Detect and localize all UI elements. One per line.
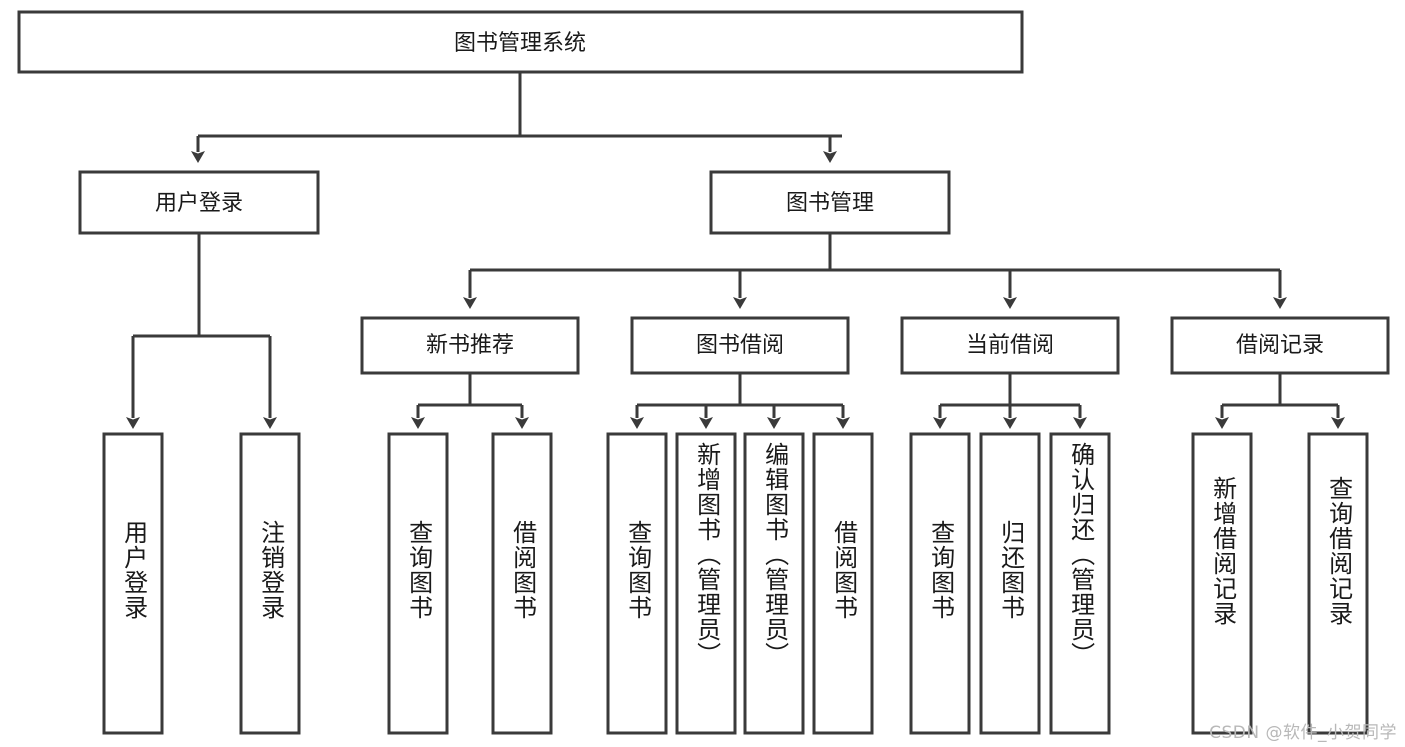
node-label-current-borrow: 当前借阅	[966, 333, 1054, 358]
leaf-box-query-record[interactable]	[1307, 432, 1369, 735]
node-new-book-recommend[interactable]: 新书推荐	[360, 316, 580, 375]
node-label-book-borrow: 图书借阅	[696, 333, 784, 358]
connector-bookmanage-to-level3	[463, 233, 1287, 309]
leaf-box-add-book[interactable]	[675, 432, 737, 735]
connector-bookborrow-to-leaves	[630, 373, 850, 429]
node-label-user-login: 用户登录	[155, 191, 243, 216]
leaf-box-query-book-3[interactable]	[909, 432, 971, 735]
leaf-box-borrow-book-2[interactable]	[812, 432, 874, 735]
node-user-login[interactable]: 用户登录	[78, 170, 320, 235]
csdn-watermark: CSDN @软件_小贺同学	[1209, 723, 1397, 743]
connector-newbook-to-leaves	[411, 373, 529, 429]
node-label-book-manage: 图书管理	[786, 191, 874, 216]
connector-borrowrecord-to-leaves	[1215, 373, 1345, 429]
leaf-box-user-logout[interactable]	[239, 432, 301, 735]
node-book-borrow[interactable]: 图书借阅	[630, 316, 850, 375]
node-label-borrow-record: 借阅记录	[1236, 333, 1324, 358]
leaf-box-query-book-1[interactable]	[387, 432, 449, 735]
connector-userlogin-to-leaves	[126, 233, 277, 429]
node-borrow-record[interactable]: 借阅记录	[1170, 316, 1390, 375]
leaf-box-edit-book[interactable]	[743, 432, 805, 735]
node-current-borrow[interactable]: 当前借阅	[900, 316, 1120, 375]
connector-title-to-level2	[191, 72, 842, 163]
node-label-new-book-recommend: 新书推荐	[426, 333, 514, 358]
leaf-box-return-book[interactable]	[979, 432, 1041, 735]
leaf-box-query-book-2[interactable]	[606, 432, 668, 735]
leaf-box-confirm-return[interactable]	[1049, 432, 1111, 735]
leaf-box-add-record[interactable]	[1191, 432, 1253, 735]
node-book-manage[interactable]: 图书管理	[709, 170, 951, 235]
leaf-box-user-login[interactable]	[102, 432, 164, 735]
connector-currentborrow-to-leaves	[933, 373, 1087, 429]
node-book-management-system[interactable]: 图书管理系统	[17, 10, 1024, 74]
leaf-box-borrow-book-1[interactable]	[491, 432, 553, 735]
node-label-title: 图书管理系统	[454, 31, 586, 56]
